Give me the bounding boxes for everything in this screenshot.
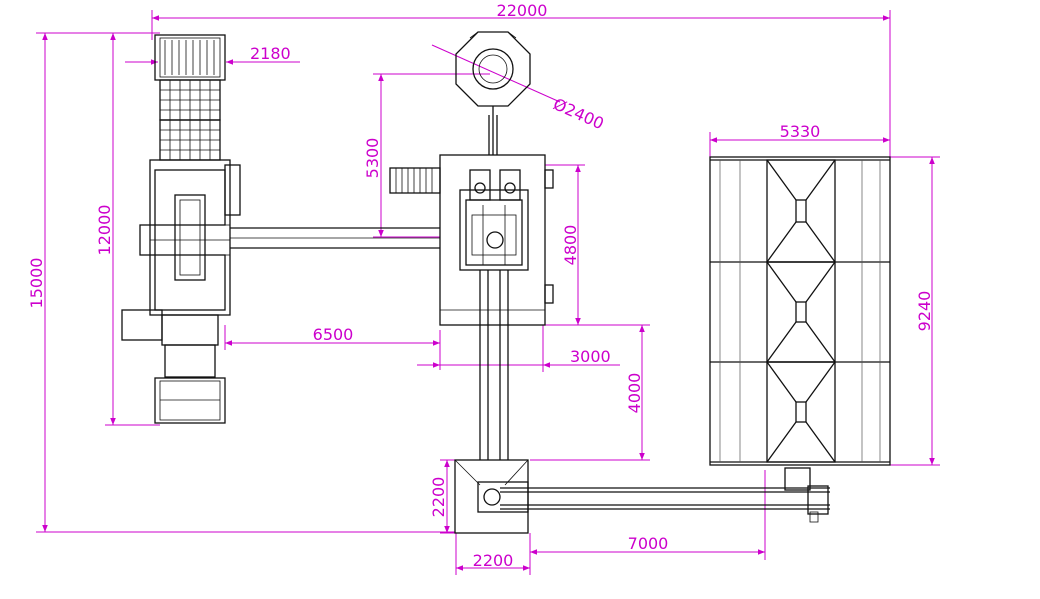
dim-7000: 7000 <box>628 534 669 553</box>
dimension-2180: 2180 <box>125 44 300 65</box>
dim-2200-horizontal: 2200 <box>473 551 514 570</box>
dim-3000: 3000 <box>570 347 611 366</box>
dim-4000: 4000 <box>625 373 644 414</box>
dim-4800: 4800 <box>561 225 580 266</box>
dimension-4000: 4000 <box>530 324 650 461</box>
hopper-1 <box>766 159 836 263</box>
dim-6500: 6500 <box>313 325 354 344</box>
dimension-overall-width: 22000 <box>151 1 891 155</box>
dim-2200-vertical: 2200 <box>429 477 448 518</box>
hopper-2 <box>766 261 836 363</box>
dim-15000: 15000 <box>27 258 46 309</box>
rotary-manipulator <box>455 31 531 155</box>
dimension-9240: 9240 <box>890 156 940 466</box>
dimension-5330: 5330 <box>709 122 891 158</box>
transfer-beam <box>230 227 440 249</box>
dim-9240: 9240 <box>915 291 934 332</box>
vertical-conveyor <box>479 270 509 460</box>
dim-2180: 2180 <box>250 44 291 63</box>
dimension-5300: 5300 <box>363 73 490 238</box>
dim-22000: 22000 <box>497 1 548 20</box>
dim-12000: 12000 <box>95 205 114 256</box>
dim-5300: 5300 <box>363 138 382 179</box>
dimension-7000: 7000 <box>530 470 766 560</box>
hopper-3 <box>766 361 836 463</box>
bottom-unit <box>454 459 529 534</box>
dimension-3000: 3000 <box>417 325 620 372</box>
dimension-2200-horizontal: 2200 <box>455 533 531 575</box>
bottom-conveyor <box>500 467 830 523</box>
dimension-left-height: 12000 <box>95 32 160 426</box>
dim-2400: Ø2400 <box>550 94 606 133</box>
dimension-4800: 4800 <box>545 164 585 326</box>
left-production-line <box>121 34 241 424</box>
storage-unit <box>709 156 891 466</box>
dim-5330: 5330 <box>780 122 821 141</box>
dimension-2400: Ø2400 <box>431 44 607 133</box>
dimension-6500: 6500 <box>224 325 441 370</box>
dimension-overall-height: 15000 <box>27 32 455 533</box>
center-machine <box>389 154 554 326</box>
